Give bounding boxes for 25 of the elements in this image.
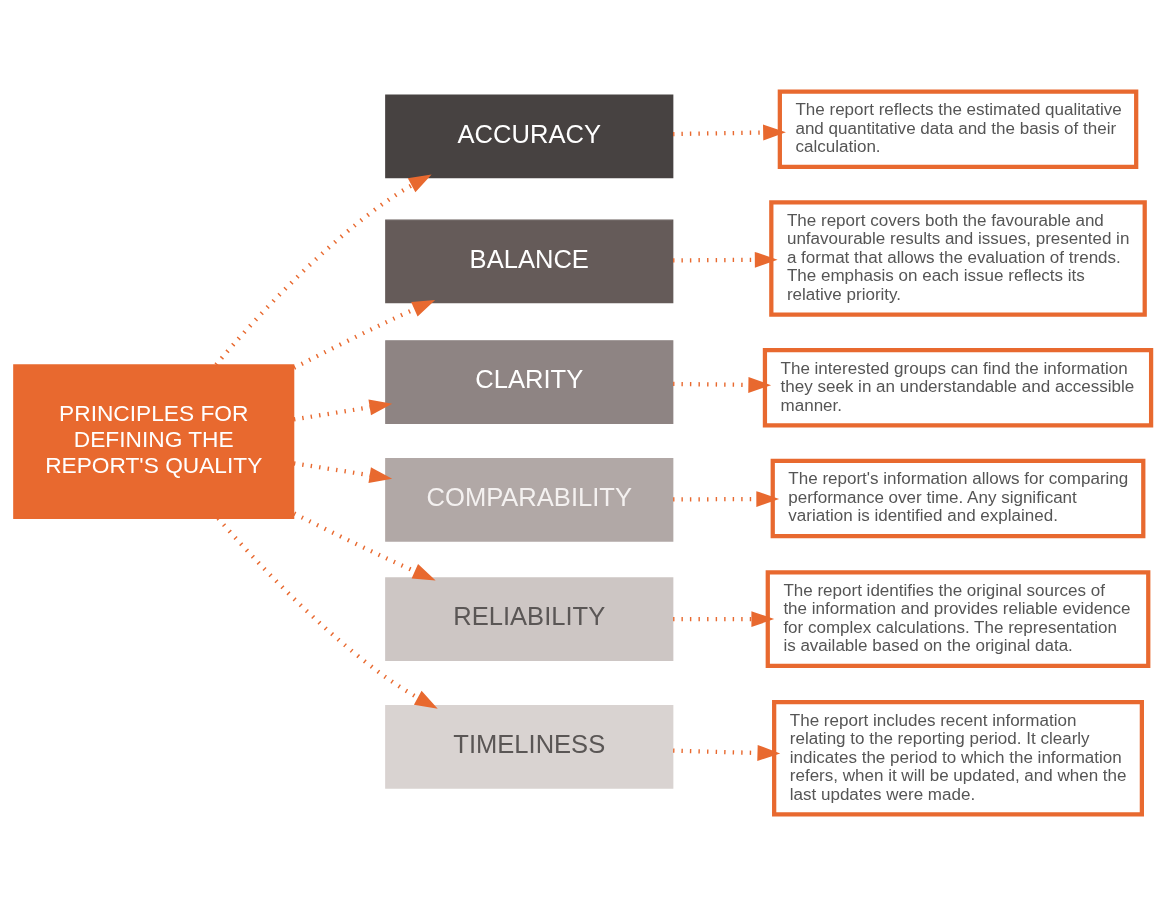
arrow [673, 744, 781, 761]
arrow [673, 376, 772, 393]
node-box: The report covers both the favourable and unfavourable results and issues, presented in a format that allows the evaluation of trends. The emphasis on each issue reflects its relative priority. [769, 200, 1147, 317]
node-box: ACCURACY [385, 94, 674, 179]
arrow [214, 174, 432, 366]
arrow [293, 399, 393, 422]
node-box: The report identifies the original sources of the information and provides reliable evidence for complex calculations. The representation is available based on the original data. [765, 570, 1151, 669]
arrow [293, 511, 436, 581]
node-box: BALANCE [385, 219, 674, 304]
node-box: The interested groups can find the information they seek in an understandable and accessible manner. [762, 347, 1154, 428]
node-box: RELIABILITY [385, 577, 674, 661]
arrow [673, 251, 778, 268]
node-box: The report's information allows for comparing performance over time. Any significant variation is identified and explained. [770, 458, 1146, 539]
arrow [673, 124, 786, 141]
node-box: COMPARABILITY [385, 457, 674, 542]
node-box: The report includes recent information relating to the reporting period. It clearly indicates the period to which the information refers, when it will be updated, and when the last updates were made. [772, 700, 1144, 817]
node-box: CLARITY [385, 340, 674, 424]
arrow [216, 516, 438, 709]
arrow [293, 300, 436, 370]
arrow [293, 461, 393, 484]
arrow [673, 491, 780, 508]
node-box: PRINCIPLES FOR DEFINING THE REPORT'S QUALITY [13, 364, 295, 519]
arrow [673, 611, 775, 628]
node-box: TIMELINESS [385, 705, 674, 789]
node-box: The report reflects the estimated qualitative and quantitative data and the basis of their calculation. [777, 89, 1139, 170]
